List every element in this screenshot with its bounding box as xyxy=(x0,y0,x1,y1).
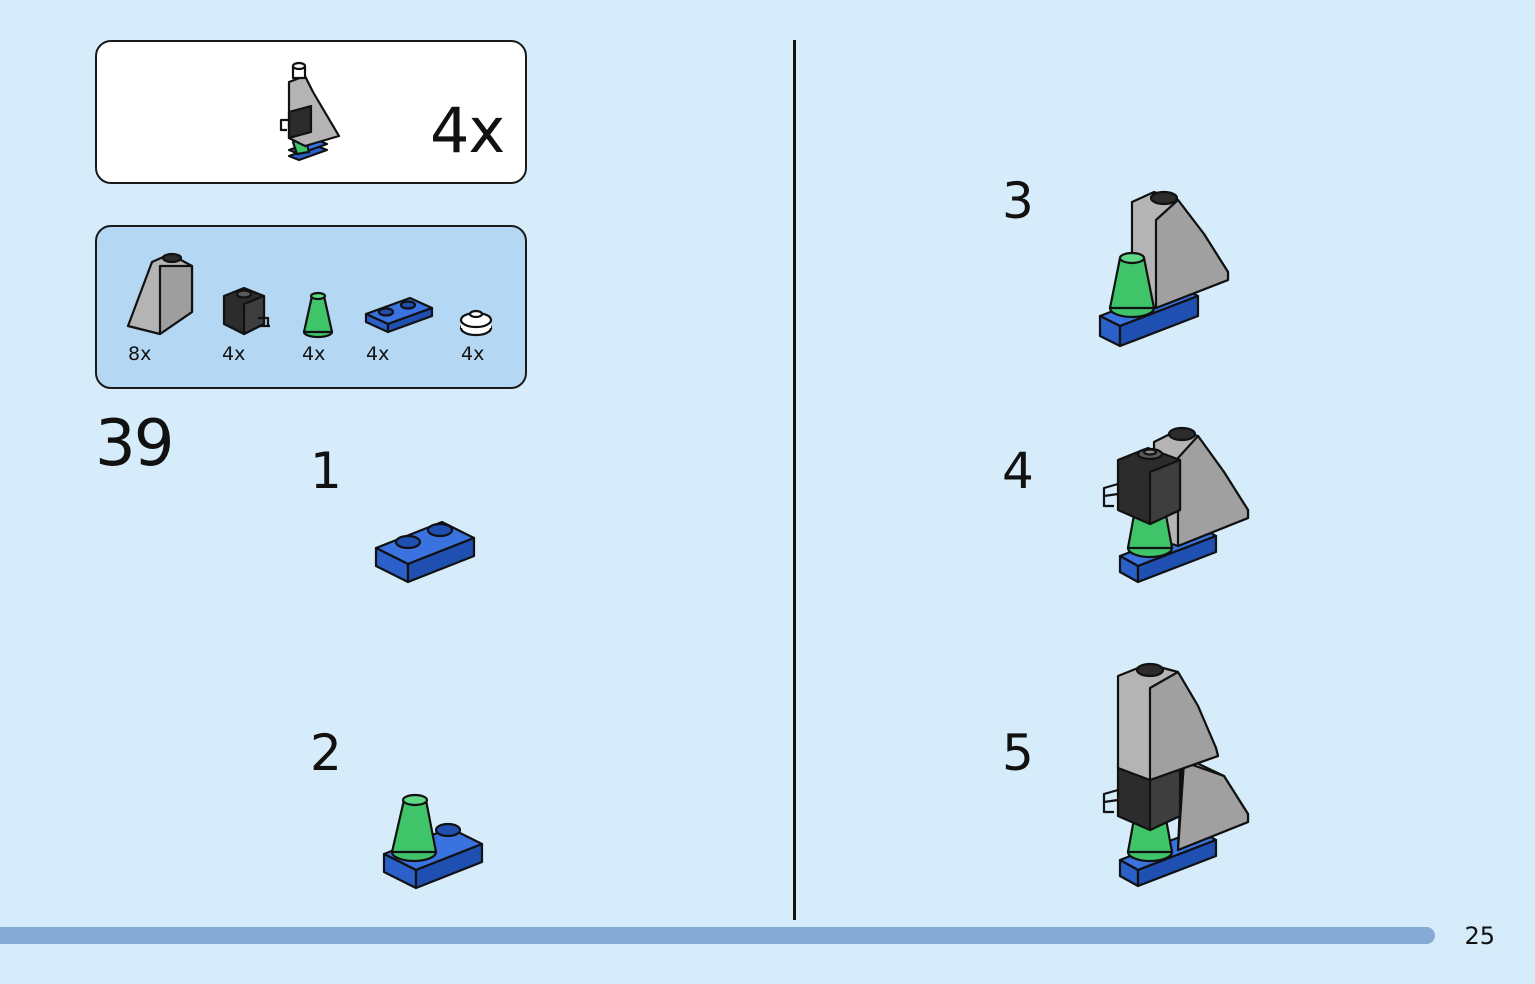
page-divider xyxy=(793,40,796,920)
white-round-tile-count: 4x xyxy=(461,343,485,365)
page-number: 25 xyxy=(1464,922,1495,950)
substep-1-image xyxy=(374,520,476,584)
grey-slope-count: 8x xyxy=(128,343,152,365)
substep-2-image xyxy=(382,793,484,890)
substep-5-number: 5 xyxy=(1002,724,1034,782)
result-assembly-image xyxy=(279,61,341,162)
black-clip-brick-count: 4x xyxy=(222,343,246,365)
substep-3-number: 3 xyxy=(1002,172,1034,230)
substep-1-number: 1 xyxy=(310,442,342,500)
black-clip-brick-icon xyxy=(222,286,270,336)
substep-4-number: 4 xyxy=(1002,442,1034,500)
step-number: 39 xyxy=(95,407,174,481)
green-cone-count: 4x xyxy=(302,343,326,365)
progress-bar xyxy=(0,927,1435,944)
white-round-tile-icon xyxy=(459,309,493,337)
substep-2-number: 2 xyxy=(310,724,342,782)
substep-5-image xyxy=(1102,662,1250,888)
substep-4-image xyxy=(1102,426,1250,584)
blue-plate-icon xyxy=(364,296,434,334)
grey-slope-icon xyxy=(126,252,194,336)
substep-3-image xyxy=(1098,190,1230,348)
green-cone-icon xyxy=(302,291,334,339)
result-multiplier: 4x xyxy=(430,94,505,167)
blue-plate-count: 4x xyxy=(366,343,390,365)
